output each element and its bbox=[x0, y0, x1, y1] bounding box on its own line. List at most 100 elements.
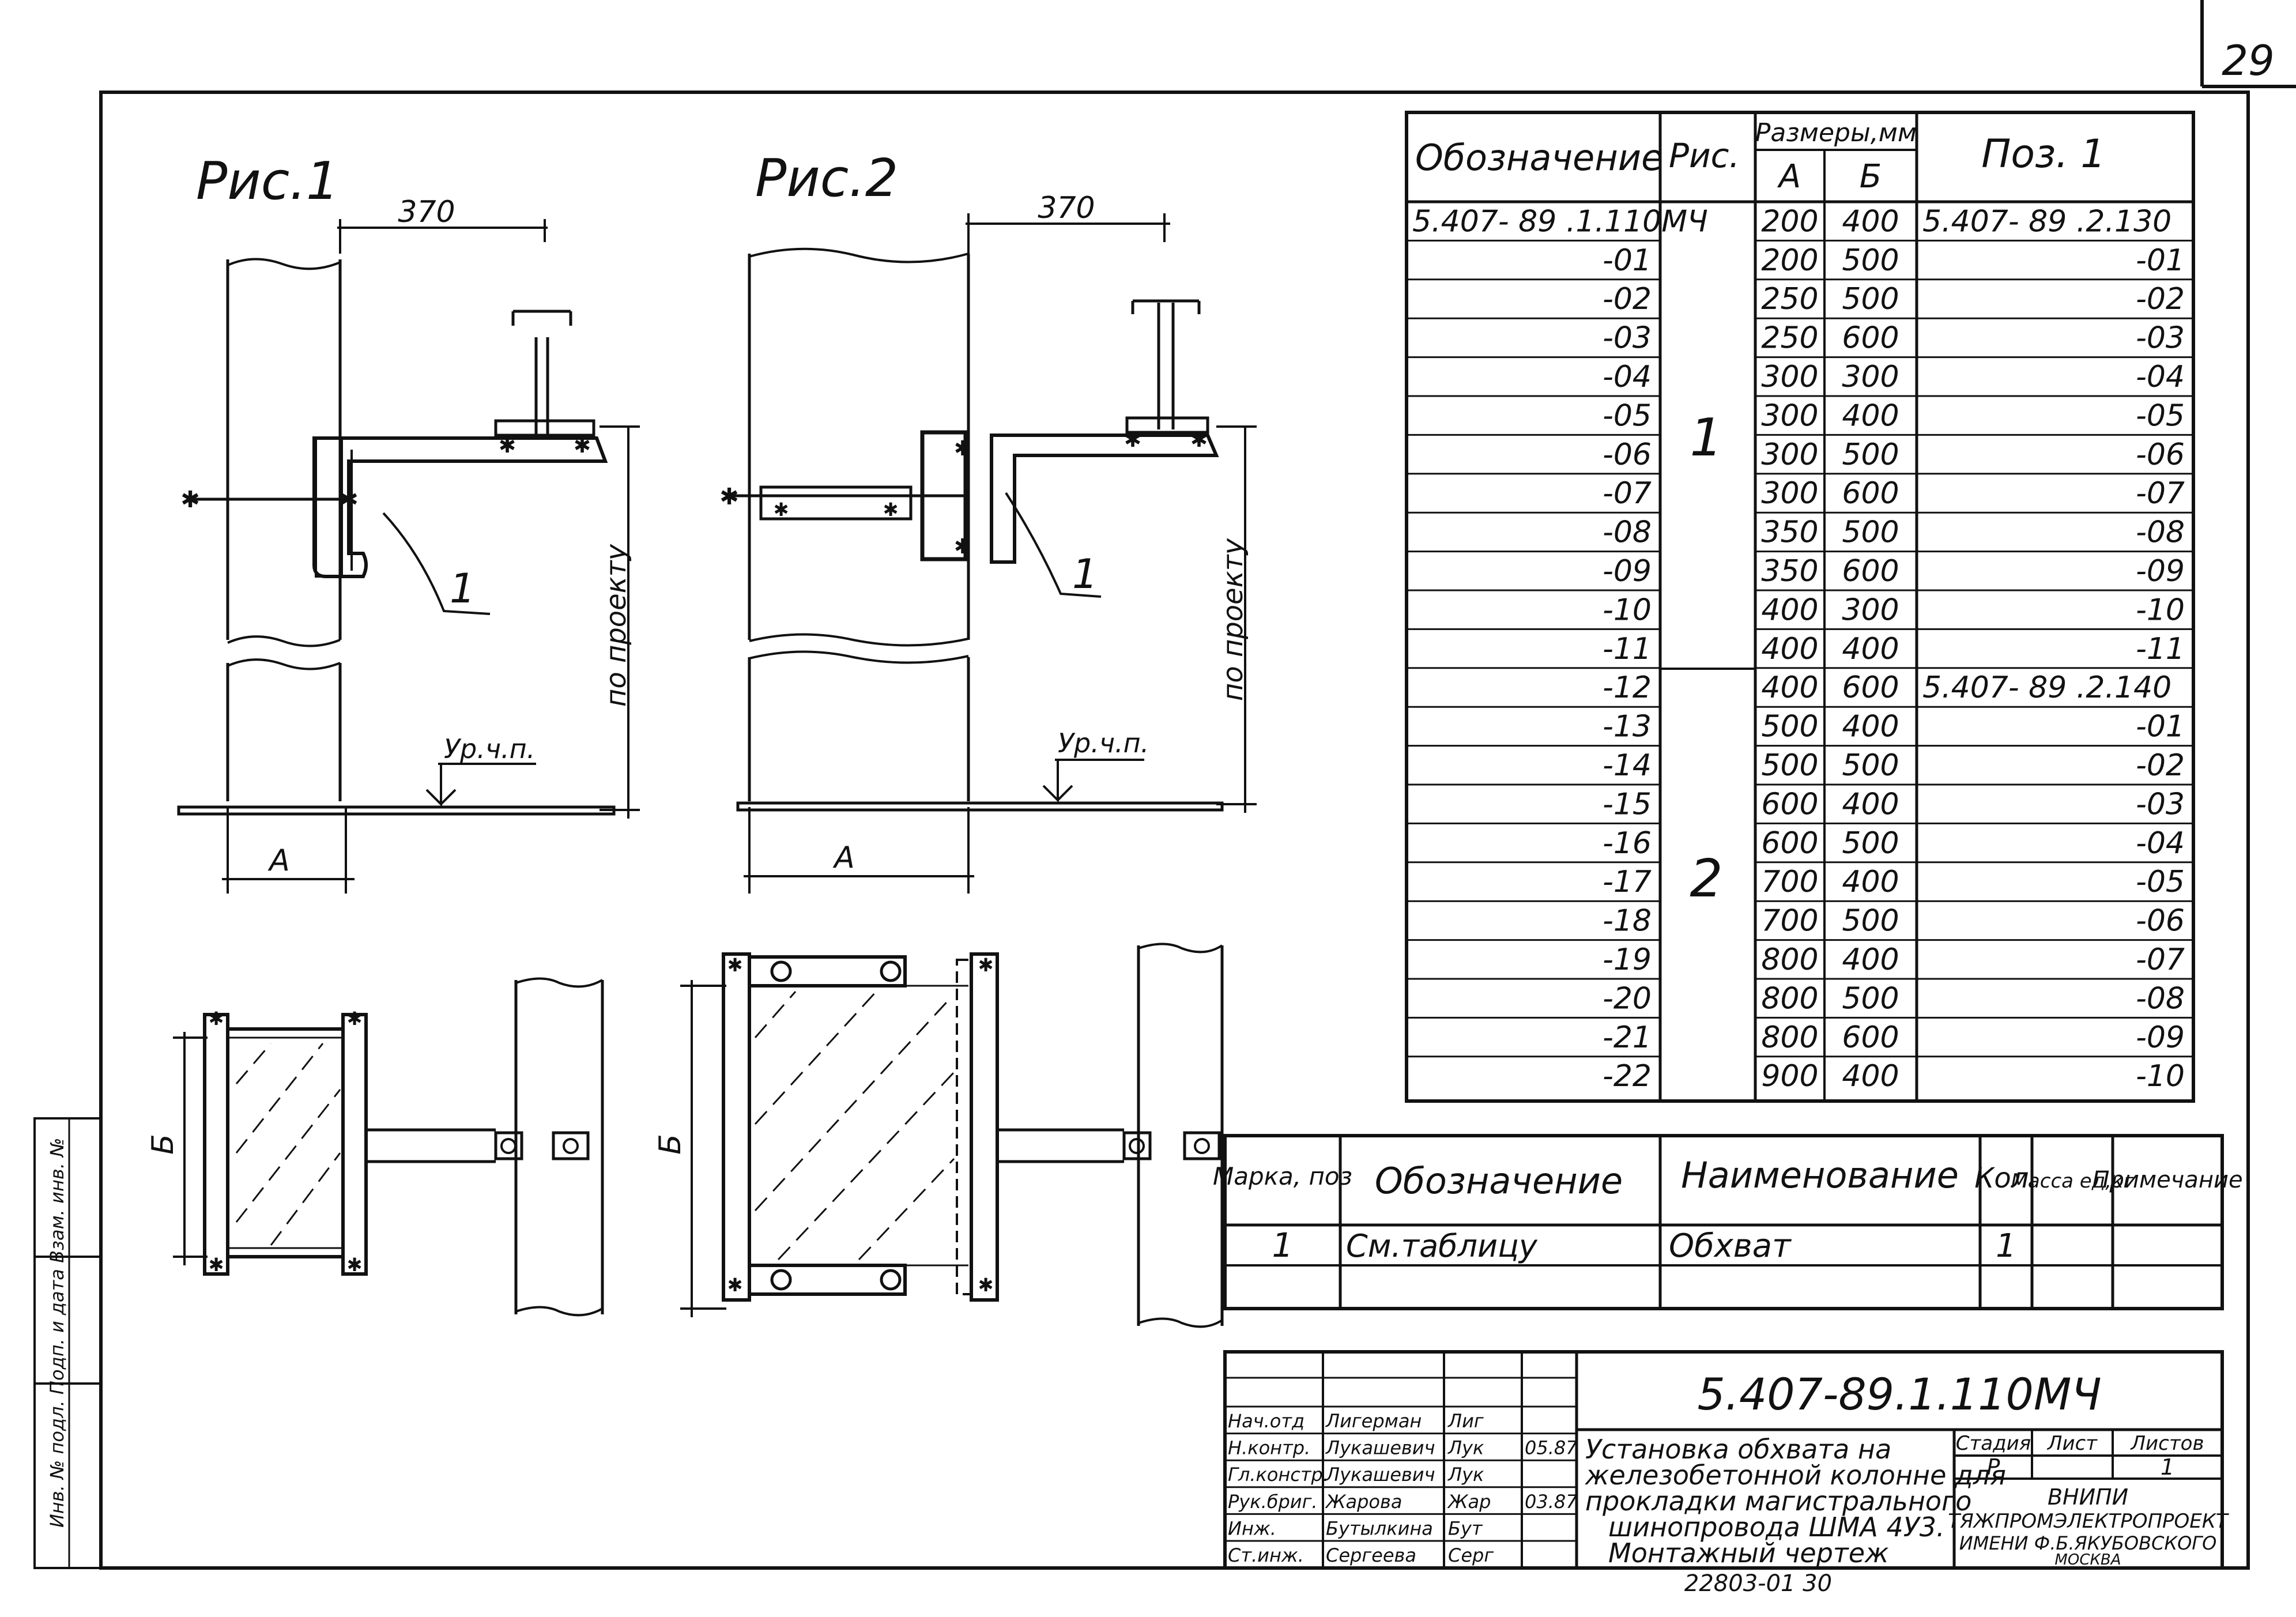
spec-row-a: 300 bbox=[1761, 438, 1818, 472]
title-block-name: Бутылкина bbox=[1326, 1517, 1433, 1539]
spec-row-b: 600 bbox=[1842, 321, 1899, 356]
svg-text:✱: ✱ bbox=[727, 954, 743, 976]
spec-row-a: 600 bbox=[1761, 826, 1818, 861]
spec-header-fig: Рис. bbox=[1669, 136, 1740, 175]
sheet-number: 29 bbox=[2222, 36, 2275, 85]
spec-row-b: 400 bbox=[1842, 865, 1899, 899]
spec-row-pos: 5.407- 89 .2.140 bbox=[1922, 670, 2171, 705]
spec-row-designation: -22 bbox=[1603, 1059, 1652, 1094]
spec-row-pos: -06 bbox=[2136, 438, 2185, 472]
spec-row-pos: -11 bbox=[2136, 632, 2185, 666]
spec-row-pos: -09 bbox=[2136, 554, 2185, 589]
spec-row-b: 400 bbox=[1842, 1059, 1899, 1094]
title-block-date: 05.87 bbox=[1525, 1437, 1578, 1459]
spec-row-b: 500 bbox=[1842, 826, 1899, 861]
title-block-role: Нач.отд bbox=[1228, 1410, 1305, 1432]
spec-row-designation: -02 bbox=[1603, 282, 1652, 316]
svg-text:✱: ✱ bbox=[978, 1274, 994, 1296]
figure-2-title: Рис.2 bbox=[755, 148, 898, 209]
figure-2-dim-370: 370 bbox=[1038, 191, 1095, 225]
spec-row-designation: -06 bbox=[1603, 438, 1652, 472]
spec-row-pos: -05 bbox=[2136, 865, 2185, 899]
parts-row-name: Обхват bbox=[1669, 1227, 1792, 1265]
parts-header-qty: Кол. bbox=[1974, 1162, 2037, 1194]
spec-row-b: 500 bbox=[1842, 748, 1899, 783]
spec-row-pos: -03 bbox=[2136, 321, 2185, 356]
spec-row-designation: -07 bbox=[1603, 476, 1652, 511]
figure-1-dim-side: по проекту bbox=[600, 544, 632, 707]
spec-row-pos: -08 bbox=[2136, 515, 2185, 550]
spec-row-designation: -20 bbox=[1603, 981, 1652, 1016]
plan-2-dim-b: Б bbox=[653, 1134, 688, 1155]
spec-row-b: 600 bbox=[1842, 670, 1899, 705]
plan-1-dim-b: Б bbox=[146, 1134, 180, 1155]
spec-row-designation: -19 bbox=[1603, 943, 1652, 977]
figure-2-pos-label: 1 bbox=[1072, 551, 1098, 598]
spec-row-pos: -09 bbox=[2136, 1020, 2185, 1055]
spec-table-headers: Обозначение Рис. Размеры,мм А Б Поз. 1 1… bbox=[1415, 118, 2106, 909]
title-block-header-sheet: Лист bbox=[2046, 1432, 2098, 1455]
spec-row-b: 600 bbox=[1842, 476, 1899, 511]
title-block-desc-2: железобетонной колонне для bbox=[1585, 1460, 2006, 1491]
spec-row-a: 800 bbox=[1761, 981, 1818, 1016]
title-block-desc-1: Установка обхвата на bbox=[1585, 1434, 1891, 1465]
spec-table-grid bbox=[1405, 111, 2195, 1103]
sheet-frame bbox=[33, 0, 2296, 1570]
spec-row-b: 500 bbox=[1842, 282, 1899, 316]
spec-row-a: 200 bbox=[1761, 204, 1818, 239]
spec-row-designation: -11 bbox=[1603, 632, 1652, 666]
parts-header-name: Наименование bbox=[1681, 1154, 1959, 1196]
spec-row-designation: -09 bbox=[1603, 554, 1652, 589]
title-block-name: Сергеева bbox=[1326, 1544, 1416, 1566]
title-block-sheets: 1 bbox=[2161, 1454, 2174, 1480]
title-block-date: 03.87 bbox=[1525, 1491, 1578, 1513]
parts-row-mark: 1 bbox=[1272, 1226, 1294, 1265]
title-block-desc-4: шинопровода ШМА 4У3. bbox=[1608, 1512, 1945, 1543]
spec-row-designation: -05 bbox=[1603, 398, 1652, 433]
figure-1-level-label: Ур.ч.п. bbox=[444, 733, 535, 764]
svg-text:✱: ✱ bbox=[978, 954, 994, 976]
spec-row-designation: -17 bbox=[1603, 865, 1652, 899]
spec-row-b: 400 bbox=[1842, 787, 1899, 821]
spec-row-designation: -15 bbox=[1603, 787, 1652, 821]
spec-row-designation: -03 bbox=[1603, 321, 1652, 356]
spec-row-a: 350 bbox=[1761, 515, 1818, 550]
spec-row-designation: -08 bbox=[1603, 515, 1652, 550]
spec-header-sizes: Размеры,мм bbox=[1755, 118, 1917, 148]
spec-row-pos: -05 bbox=[2136, 398, 2185, 433]
spec-row-b: 500 bbox=[1842, 438, 1899, 472]
spec-row-designation: -18 bbox=[1603, 904, 1652, 938]
spec-row-pos: -04 bbox=[2136, 360, 2185, 394]
spec-header-a: А bbox=[1777, 158, 1801, 195]
svg-text:✱: ✱ bbox=[727, 1274, 743, 1296]
figure-1-title: Рис.1 bbox=[196, 151, 339, 212]
svg-text:✱: ✱ bbox=[574, 434, 591, 458]
spec-row-b: 300 bbox=[1842, 360, 1899, 394]
spec-row-pos: -10 bbox=[2136, 1059, 2185, 1094]
spec-row-pos: -02 bbox=[2136, 282, 2185, 316]
title-block-org-2: ТЯЖПРОМЭЛЕКТРОПРОЕКТ bbox=[1948, 1510, 2229, 1533]
title-block-signature: Бут bbox=[1448, 1517, 1483, 1539]
svg-text:✱: ✱ bbox=[1124, 428, 1141, 452]
spec-row-a: 500 bbox=[1761, 710, 1818, 744]
svg-text:✱: ✱ bbox=[719, 484, 739, 510]
spec-row-b: 400 bbox=[1842, 710, 1899, 744]
spec-row-a: 200 bbox=[1761, 243, 1818, 278]
title-block-role: Инж. bbox=[1228, 1517, 1276, 1539]
spec-row-a: 900 bbox=[1761, 1059, 1818, 1094]
spec-row-pos: -01 bbox=[2136, 710, 2185, 744]
spec-row-b: 400 bbox=[1842, 204, 1899, 239]
title-block-name: Лукашевич bbox=[1325, 1437, 1435, 1459]
spec-row-pos: -06 bbox=[2136, 904, 2185, 938]
spec-row-b: 600 bbox=[1842, 1020, 1899, 1055]
parts-header-note: Примечание bbox=[2092, 1167, 2242, 1193]
spec-row-pos: 5.407- 89 .2.130 bbox=[1922, 204, 2171, 239]
spec-row-designation: -10 bbox=[1603, 593, 1652, 627]
title-block-signature: Лук bbox=[1447, 1437, 1484, 1459]
spec-row-b: 500 bbox=[1842, 904, 1899, 938]
spec-row-designation: -13 bbox=[1603, 710, 1652, 744]
spec-row-b: 400 bbox=[1842, 943, 1899, 977]
figure-1-dim-a: A bbox=[267, 843, 290, 878]
